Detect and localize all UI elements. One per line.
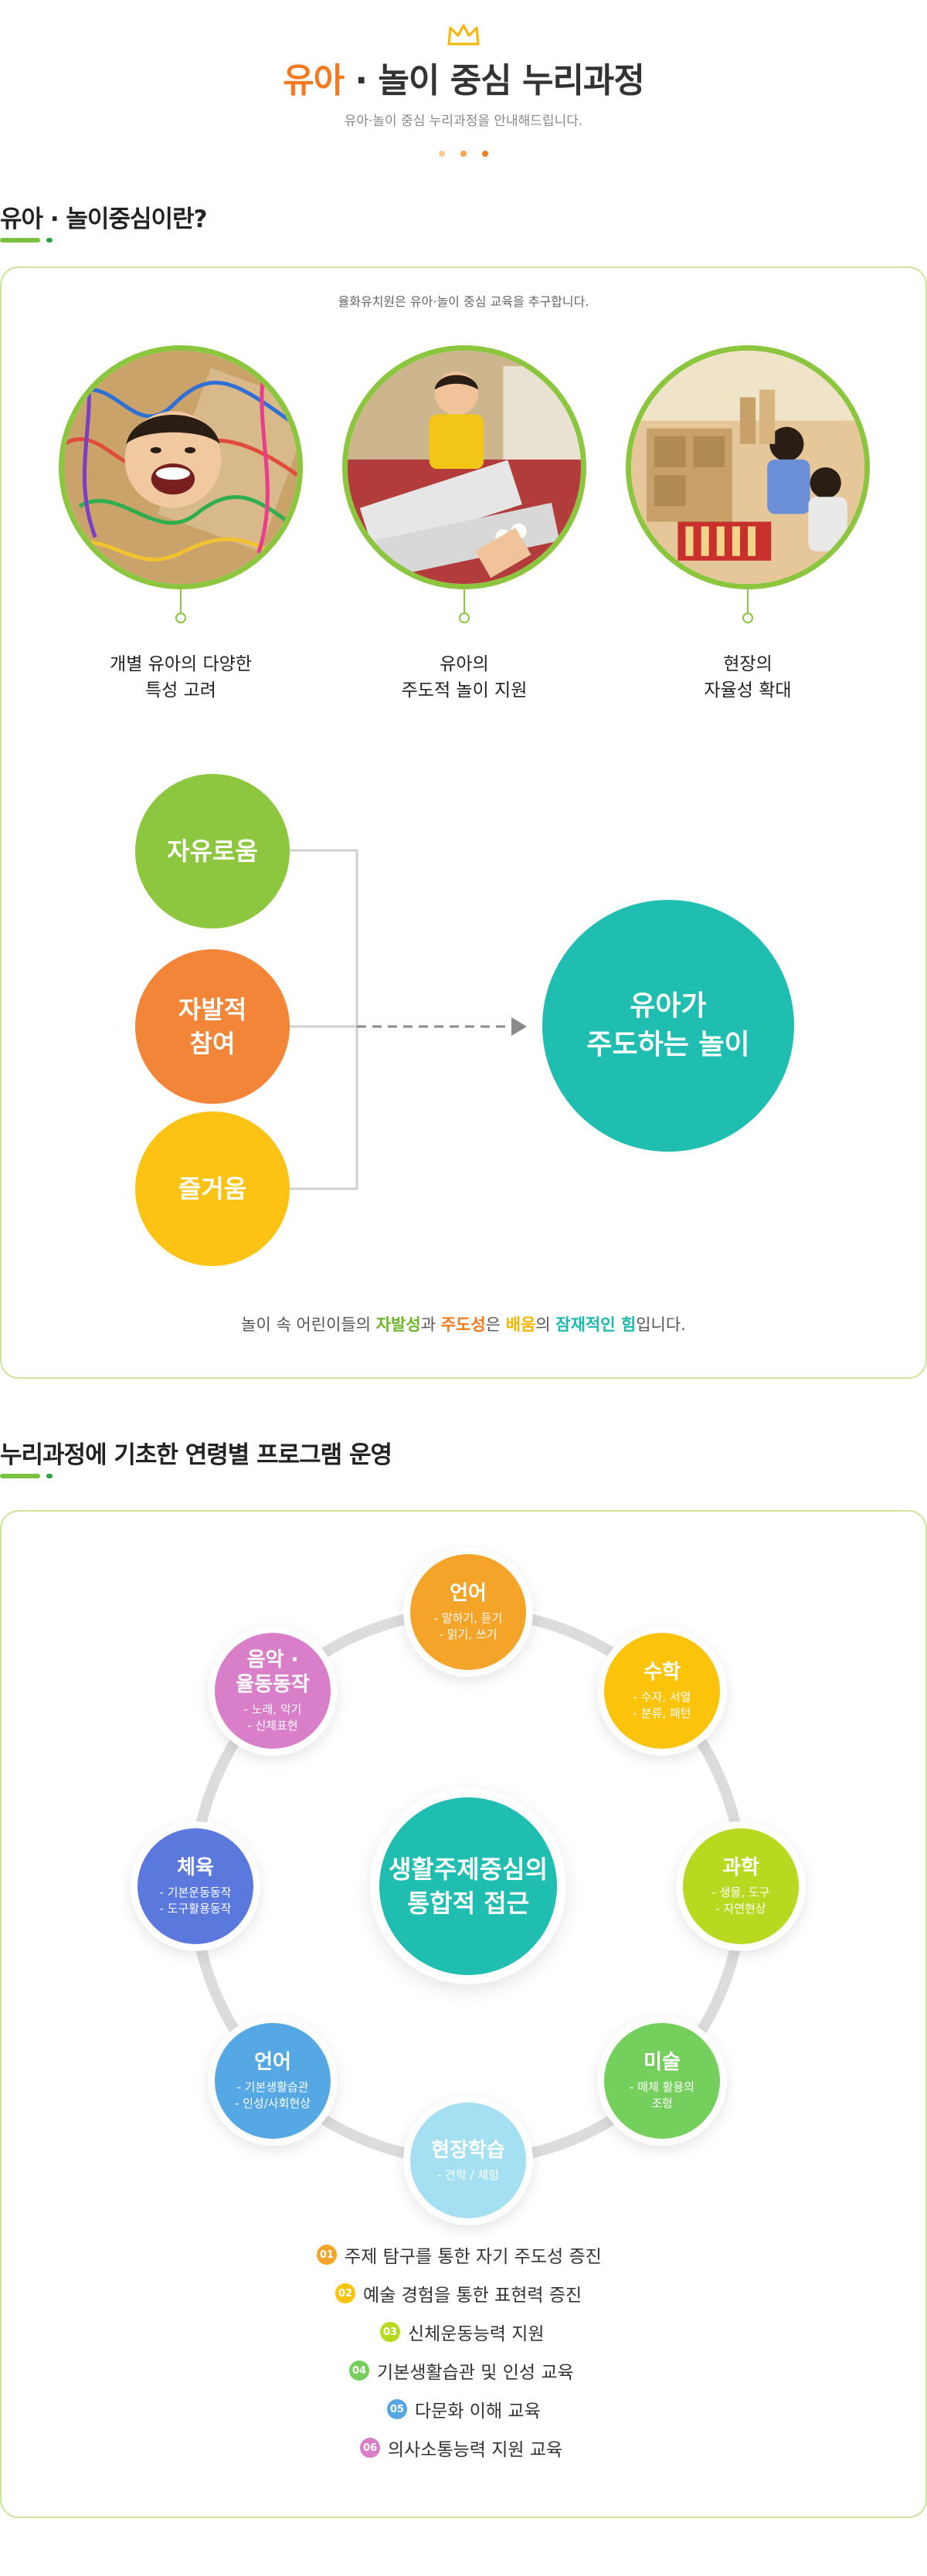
connector-dot: [175, 613, 186, 623]
section1-box: 율화유치원은 유아·놀이 중심 교육을 추구합니다. 개별 유아의 다양한 특성…: [0, 266, 927, 1379]
goal-number-badge: 03: [380, 2322, 400, 2342]
goal-number-badge: 06: [360, 2438, 380, 2458]
connector-dot: [742, 613, 753, 623]
photo-child-with-tinsel: [59, 345, 303, 589]
section1-intro: 율화유치원은 유아·놀이 중심 교육을 추구합니다.: [338, 294, 589, 309]
goal-number-badge: 04: [349, 2360, 369, 2381]
photo3-caption: 현장의 자율성 확대: [704, 654, 792, 701]
program-node-field-trip: 현장학습- 견학 / 체험: [410, 2103, 526, 2218]
bubble-child-led-play: 유아가 주도하는 놀이: [542, 900, 794, 1152]
bubble-voluntary-participation: 자발적 참여: [135, 949, 290, 1104]
section2-box: 생활주제중심의 통합적 접근 언어- 말하기, 듣기 - 읽기, 쓰기 수학- …: [0, 1510, 927, 2518]
page-subtitle: 유아·놀이 중심 누리과정을 안내해드립니다.: [344, 114, 583, 129]
page-title-rest: · 놀이 중심 누리과정: [344, 61, 645, 100]
bubble-freedom: 자유로움: [135, 774, 290, 928]
page-title: 유아 · 놀이 중심 누리과정: [0, 53, 927, 102]
flow-connectors: [287, 849, 527, 1190]
goal-number-badge: 05: [387, 2399, 407, 2419]
goal-number-badge: 02: [335, 2283, 355, 2303]
program-node-social: 언어- 기본생활습관 - 인성/사회현상: [215, 2023, 331, 2139]
goal-number-badge: 01: [317, 2245, 337, 2265]
connector-dot: [459, 613, 470, 623]
photo-children-building-blocks: [626, 345, 870, 589]
decorative-dots: [0, 145, 927, 160]
section1-summary: 놀이 속 어린이들의 자발성과 주도성은 배움의 잠재적인 힘입니다.: [241, 1315, 686, 1334]
program-node-physical: 체육- 기본운동동작 - 도구활용동작: [138, 1828, 253, 1944]
section1-title: 유아 · 놀이중심이란?: [0, 205, 208, 233]
photo1-caption: 개별 유아의 다양한 특성 고려: [110, 654, 252, 701]
program-node-language: 언어- 말하기, 듣기 - 읽기, 쓰기: [410, 1554, 526, 1670]
center-integrated-approach: 생활주제중심의 통합적 접근: [379, 1797, 557, 1975]
page-title-accent: 유아: [283, 61, 345, 100]
program-node-math: 수학- 수자, 서열 - 분류, 패턴: [604, 1633, 720, 1749]
program-node-music-movement: 음악 · 율동동작- 노래, 악기 - 신체표현: [215, 1633, 331, 1749]
program-node-art: 미술- 매체 활용의 조형: [604, 2023, 720, 2139]
photo-children-playing-boxes: [342, 345, 586, 589]
photo2-caption: 유아의 주도적 놀이 지원: [401, 654, 528, 701]
program-node-science: 과학- 생물, 도구 - 자연현상: [683, 1828, 799, 1944]
crown-icon: [0, 23, 927, 49]
connector-line: [180, 589, 182, 614]
bubble-joy: 즐거움: [135, 1112, 290, 1266]
connector-line: [464, 589, 465, 614]
connector-line: [747, 589, 749, 614]
section2-title: 누리과정에 기초한 연령별 프로그램 운영: [0, 1441, 392, 1469]
